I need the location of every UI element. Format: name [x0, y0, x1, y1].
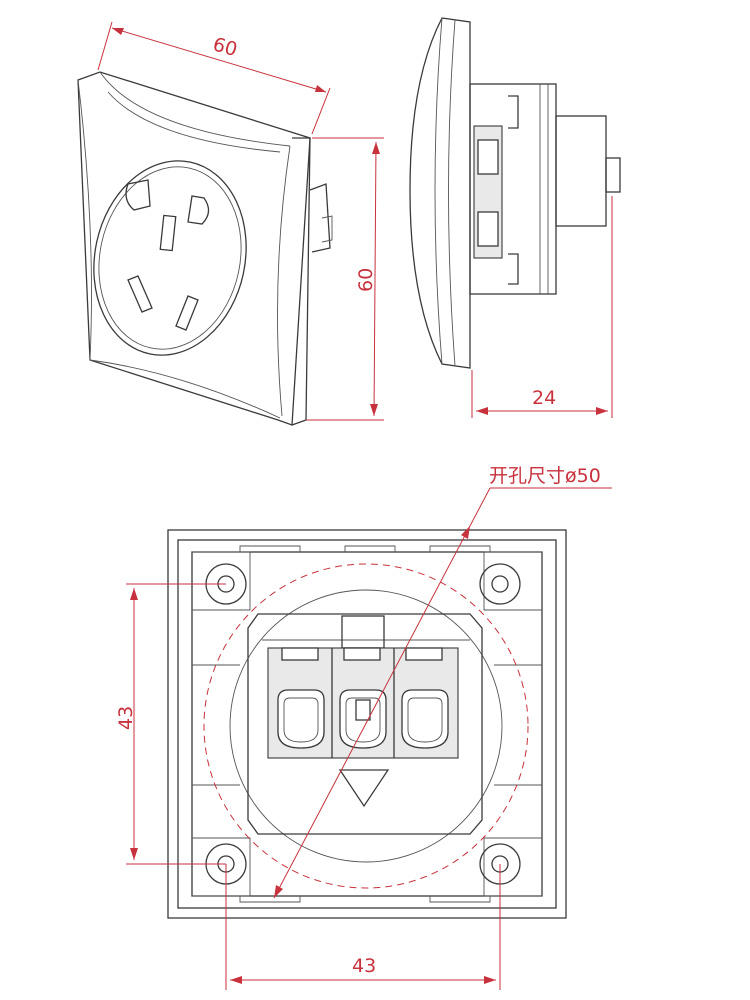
- screw-hole-top-right: [479, 563, 521, 605]
- dim-hole-horizontal-label: 43: [352, 955, 376, 977]
- dim-side-depth-label: 24: [532, 387, 556, 409]
- cutout-leader: 开孔尺寸ø50: [273, 465, 612, 899]
- side-view: [409, 17, 621, 369]
- cutout-circle: [203, 563, 529, 889]
- dim-front-width-label: 60: [210, 33, 239, 61]
- dim-side-depth: 24: [471, 196, 613, 418]
- dim-hole-horizontal: 43: [225, 864, 501, 990]
- dim-front-width: 60: [97, 21, 331, 135]
- front-perspective-view: [77, 71, 333, 426]
- dim-front-height: 60: [306, 137, 384, 421]
- dim-hole-vertical-label: 43: [115, 706, 137, 730]
- dim-front-height-label: 60: [355, 268, 377, 292]
- back-view: [167, 529, 567, 919]
- cutout-size-note: 开孔尺寸ø50: [489, 465, 601, 487]
- dim-hole-vertical: 43: [115, 583, 226, 865]
